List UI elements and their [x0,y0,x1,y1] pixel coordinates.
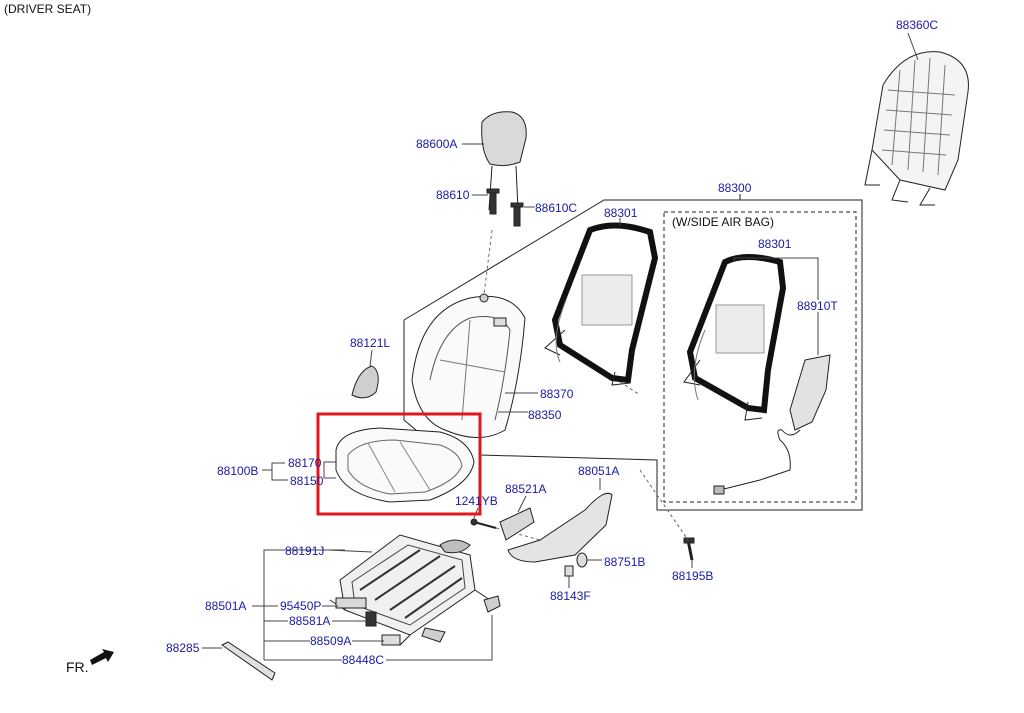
part-label-88370[interactable]: 88370 [540,387,574,401]
part-label-88170[interactable]: 88170 [288,456,322,470]
back-frame-88301-airbag [683,254,819,421]
part-label-88501A[interactable]: 88501A [205,599,247,613]
trim-88121L [351,349,379,399]
part-label-88521A[interactable]: 88521A [505,482,547,496]
front-arrow-icon [90,649,114,665]
part-label-88581A[interactable]: 88581A [289,614,331,628]
part-label-95450P[interactable]: 95450P [280,599,322,613]
part-label-88195B[interactable]: 88195B [672,569,714,583]
seat-track-frame [329,534,501,646]
part-label-88300[interactable]: 88300 [718,181,752,195]
page-title: (DRIVER SEAT) [4,2,92,16]
bolt-88195B [639,469,695,568]
part-label-88910T[interactable]: 88910T [797,299,838,313]
back-cover-88360C [864,32,969,206]
side-air-bag-note: (W/SIDE AIR BAG) [672,215,775,229]
part-label-88301-main[interactable]: 88301 [604,206,638,220]
part-label-88150[interactable]: 88150 [290,474,324,488]
part-label-88610C[interactable]: 88610C [535,201,578,215]
part-label-88100B[interactable]: 88100B [217,464,259,478]
seat-cushion [323,427,475,503]
back-cushion [411,293,538,438]
knobs [564,552,602,588]
part-label-88143F[interactable]: 88143F [550,589,591,603]
side-airbag-88910T [713,312,831,495]
part-label-88051A[interactable]: 88051A [578,464,620,478]
part-label-88610[interactable]: 88610 [436,188,470,202]
part-label-88448C[interactable]: 88448C [342,653,385,667]
part-label-88301-airbag[interactable]: 88301 [758,237,792,251]
side-shield-88051A [507,478,613,563]
front-direction-label: FR. [66,659,89,675]
highlight-box [316,412,482,516]
part-label-88751B[interactable]: 88751B [604,555,646,569]
part-label-1241YB[interactable]: 1241YB [455,494,498,508]
bracket-88521A [499,495,535,541]
part-label-88191J[interactable]: 88191J [285,544,325,558]
part-label-88600A[interactable]: 88600A [416,137,458,151]
part-label-88285[interactable]: 88285 [166,641,200,655]
leader-88100B [262,462,288,481]
part-label-88360C[interactable]: 88360C [896,18,939,32]
part-label-88350[interactable]: 88350 [528,408,562,422]
back-frame-88301 [544,218,659,396]
headrest-guides [472,188,535,296]
rail-cover-88285 [221,641,276,681]
part-label-88509A[interactable]: 88509A [310,634,352,648]
leader-lines-left [202,549,493,661]
part-label-88121L[interactable]: 88121L [350,336,391,350]
